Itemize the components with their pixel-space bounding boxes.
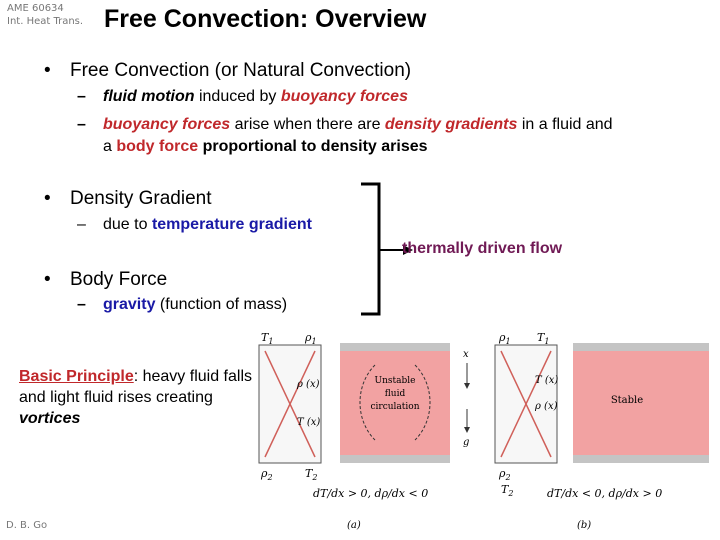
panel-b-T2: T2 <box>501 483 513 498</box>
dash: – <box>77 296 86 313</box>
bullet-dot: • <box>44 269 51 290</box>
panel-b: ρ1 T1 T (x) ρ (x) ρ2 T2 Stable dT/dx < 0… <box>494 331 709 531</box>
subbullet-fluid-motion: –fluid motion induced by buoyancy forces <box>77 88 408 106</box>
bullet-density-gradient: • Density Gradient <box>44 188 212 210</box>
text: a <box>103 138 117 155</box>
footer-author: D. B. Go <box>6 520 48 531</box>
panel-a-T2: T2 <box>305 467 317 482</box>
panel-a-T-line <box>264 350 316 458</box>
slide-title: Free Convection: Overview <box>104 5 427 33</box>
text: induced by <box>194 88 281 105</box>
panel-b-rho1: ρ1 <box>498 331 511 346</box>
dash: – <box>77 216 86 233</box>
gravity-label: g <box>463 437 469 448</box>
density-gradients-term: density gradients <box>384 116 518 133</box>
panel-b-T1: T1 <box>537 331 549 346</box>
fluid-motion-term: fluid motion <box>103 88 195 105</box>
panel-a-rho2: ρ2 <box>260 467 273 482</box>
panel-b-fluid <box>573 351 709 455</box>
bullet-body-force: • Body Force <box>44 269 168 291</box>
gravity-arrow-head <box>464 427 470 433</box>
buoyancy-forces-term: buoyancy forces <box>280 88 408 105</box>
panel-b-top-plate <box>573 343 709 351</box>
panel-a-fluid <box>340 351 450 455</box>
arrow-head <box>403 245 413 255</box>
panel-a-T-x: T (x) <box>297 417 320 428</box>
basic-principle: Basic Principle: heavy fluid falls and l… <box>19 366 259 429</box>
panel-b-label: Stable <box>611 395 643 406</box>
x-axis-label: x <box>463 349 469 360</box>
temperature-gradient-term: temperature gradient <box>151 216 312 233</box>
text: arise when there are <box>230 116 385 133</box>
flow-label: thermally driven flow <box>402 240 563 257</box>
panel-a-label-3: circulation <box>370 402 419 412</box>
bullet-text: Body Force <box>70 269 168 290</box>
panel-a-rho-x: ρ (x) <box>296 379 320 390</box>
body-force-term: body force <box>116 138 199 155</box>
text: proportional to density arises <box>198 138 428 155</box>
gravity-term: gravity <box>103 296 156 313</box>
panel-b-T-x: T (x) <box>535 375 558 386</box>
panel-b-caption: (b) <box>577 520 591 531</box>
text: in a fluid and <box>517 116 613 133</box>
panel-a-label-2: fluid <box>385 389 406 399</box>
bracket-shape <box>361 182 381 316</box>
panel-a-label-1: Unstable <box>375 376 416 386</box>
bullet-text: Free Convection (or Natural Convection) <box>70 60 412 81</box>
panel-a-bottom-plate <box>340 455 450 463</box>
course-info: AME 60634 Int. Heat Trans. <box>7 2 83 28</box>
panel-a-top-plate <box>340 343 450 351</box>
panel-a-vortex-right <box>414 364 431 441</box>
panel-a: T1 ρ1 ρ (x) T (x) ρ2 T2 Unstable fluid c… <box>258 331 470 531</box>
principle-label: Basic Principle <box>19 368 134 385</box>
panel-b-rho-line <box>500 350 552 458</box>
dash: – <box>77 116 86 133</box>
x-axis-arrow-head <box>464 383 470 389</box>
panel-b-bottom-plate <box>573 455 709 463</box>
bullet-dot: • <box>44 60 51 81</box>
subbullet-temperature: –due to temperature gradient <box>77 216 312 234</box>
course-name: Int. Heat Trans. <box>7 16 84 27</box>
convection-figure: T1 ρ1 ρ (x) T (x) ρ2 T2 Unstable fluid c… <box>258 331 709 531</box>
vortices-term: vortices <box>19 410 81 427</box>
panel-a-condition: dT/dx > 0, dρ/dx < 0 <box>313 487 428 500</box>
panel-b-rho2: ρ2 <box>498 467 511 482</box>
text: due to <box>103 216 152 233</box>
bullet-free-convection: • Free Convection (or Natural Convection… <box>44 60 412 82</box>
panel-a-vortex-left <box>359 364 376 441</box>
dash: – <box>77 88 86 105</box>
panel-a-caption: (a) <box>347 520 361 531</box>
subbullet-gravity: –gravity (function of mass) <box>77 296 288 314</box>
bullet-dot: • <box>44 188 51 209</box>
panel-b-condition: dT/dx < 0, dρ/dx > 0 <box>547 487 662 500</box>
panel-a-T1: T1 <box>261 331 273 346</box>
principle-text: : heavy fluid falls and light fluid rise… <box>19 368 252 406</box>
text: (function of mass) <box>155 296 288 313</box>
bullet-text: Density Gradient <box>70 188 212 209</box>
panel-a-rho1: ρ1 <box>304 331 317 346</box>
panel-b-rho-x: ρ (x) <box>534 401 558 412</box>
buoyancy-forces-term: buoyancy forces <box>103 116 231 133</box>
bracket-arrow <box>361 182 413 316</box>
course-code: AME 60634 <box>7 3 64 14</box>
subbullet-buoyancy: –buoyancy forces arise when there are de… <box>77 114 613 158</box>
